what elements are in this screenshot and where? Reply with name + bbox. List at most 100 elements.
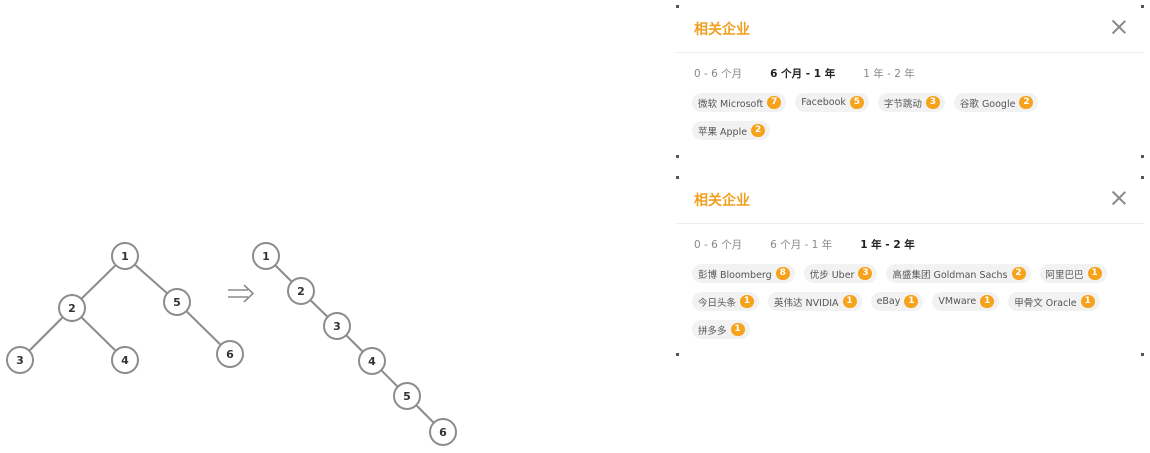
- tab-0-6-months[interactable]: 0 - 6 个月: [694, 68, 743, 80]
- double-right-arrow-icon: [228, 284, 255, 303]
- close-icon[interactable]: [1110, 189, 1128, 207]
- binary-tree-flatten-diagram: 1 2 3 4 5 6 1 2 3 4 5 6: [6, 242, 457, 446]
- tree-node-circle: [429, 418, 457, 446]
- tree-node-label: 6: [439, 426, 447, 439]
- count-badge: 2: [751, 124, 766, 137]
- related-companies-panel-6m-1y: 相关企业 0 - 6 个月 6 个月 - 1 年 1 年 - 2 年 微软 Mi…: [676, 5, 1144, 158]
- count-badge: 1: [740, 295, 755, 308]
- tree-node-r3: 3: [323, 312, 351, 340]
- tree-node-r6: 6: [429, 418, 457, 446]
- tree-node-label: 5: [173, 296, 181, 309]
- tree-node-label: 3: [16, 354, 24, 367]
- tab-6-months-1-year[interactable]: 6 个月 - 1 年: [770, 239, 833, 251]
- tree-node-l2: 2: [58, 294, 86, 322]
- count-badge: 7: [767, 96, 782, 109]
- count-badge: 1: [904, 295, 919, 308]
- tree-node-r1: 1: [252, 242, 280, 270]
- count-badge: 3: [925, 96, 940, 109]
- company-name: eBay: [876, 296, 901, 307]
- company-name: 微软 Microsoft: [698, 98, 764, 110]
- tree-node-l1: 1: [111, 242, 139, 270]
- company-name: 优步 Uber: [809, 269, 855, 281]
- tree-node-l6: 6: [216, 340, 244, 368]
- panel-header: 相关企业: [676, 5, 1144, 53]
- panel-title: 相关企业: [694, 193, 750, 209]
- company-name: 高盛集团 Goldman Sachs: [892, 269, 1008, 281]
- related-companies-panel-1y-2y: 相关企业 0 - 6 个月 6 个月 - 1 年 1 年 - 2 年 彭博 Bl…: [676, 176, 1144, 356]
- tree-node-label: 5: [403, 390, 411, 403]
- company-name: 苹果 Apple: [698, 126, 748, 138]
- company-name: Facebook: [801, 97, 846, 108]
- tab-6-months-1-year[interactable]: 6 个月 - 1 年: [770, 68, 836, 80]
- tree-node-label: 6: [226, 348, 234, 361]
- tree-node-circle: [111, 346, 139, 374]
- tab-1-2-years[interactable]: 1 年 - 2 年: [860, 239, 915, 251]
- tree-node-circle: [6, 346, 34, 374]
- count-badge: 1: [842, 295, 857, 308]
- count-badge: 1: [730, 323, 745, 336]
- company-name: 英伟达 NVIDIA: [774, 297, 839, 309]
- count-badge: 2: [1011, 267, 1026, 280]
- tree-node-r4: 4: [358, 347, 386, 375]
- count-badge: 3: [858, 267, 873, 280]
- tree-node-circle: [58, 294, 86, 322]
- tree-node-l3: 3: [6, 346, 34, 374]
- time-range-tabs: 0 - 6 个月 6 个月 - 1 年 1 年 - 2 年: [694, 237, 943, 252]
- tree-node-label: 3: [333, 320, 341, 333]
- tree-node-l5: 5: [163, 288, 191, 316]
- panel-title: 相关企业: [694, 22, 750, 38]
- tab-1-2-years[interactable]: 1 年 - 2 年: [863, 68, 915, 80]
- company-name: 拼多多: [698, 325, 727, 337]
- tree-node-circle: [163, 288, 191, 316]
- company-name: 阿里巴巴: [1045, 269, 1084, 281]
- tree-node-circle: [287, 277, 315, 305]
- tree-node-label: 2: [297, 285, 305, 298]
- tree-node-label: 4: [368, 355, 376, 368]
- tree-nodes: 1 2 3 4 5 6 1 2 3 4 5 6: [6, 242, 457, 446]
- company-name: 彭博 Bloomberg: [698, 269, 772, 281]
- count-badge: 8: [775, 267, 790, 280]
- tree-node-label: 1: [262, 250, 270, 263]
- count-badge: 1: [1080, 295, 1095, 308]
- tree-node-r5: 5: [393, 382, 421, 410]
- time-range-tabs: 0 - 6 个月 6 个月 - 1 年 1 年 - 2 年: [694, 66, 943, 81]
- company-name: 今日头条: [698, 297, 737, 309]
- tree-node-l4: 4: [111, 346, 139, 374]
- tree-node-r2: 2: [287, 277, 315, 305]
- tree-node-circle: [111, 242, 139, 270]
- count-badge: 5: [849, 96, 864, 109]
- close-icon[interactable]: [1110, 18, 1128, 36]
- tree-node-circle: [393, 382, 421, 410]
- tree-node-circle: [358, 347, 386, 375]
- tree-node-label: 4: [121, 354, 129, 367]
- count-badge: 1: [980, 295, 995, 308]
- company-name: 谷歌 Google: [959, 98, 1016, 110]
- company-name: 甲骨文 Oracle: [1014, 297, 1077, 309]
- company-name: 字节跳动: [883, 98, 922, 110]
- panel-header: 相关企业: [676, 176, 1144, 224]
- count-badge: 1: [1087, 267, 1102, 280]
- tree-node-circle: [252, 242, 280, 270]
- tree-node-circle: [216, 340, 244, 368]
- company-name: VMware: [938, 296, 977, 307]
- tree-node-label: 1: [121, 250, 129, 263]
- count-badge: 2: [1019, 96, 1034, 109]
- tab-0-6-months[interactable]: 0 - 6 个月: [694, 239, 743, 251]
